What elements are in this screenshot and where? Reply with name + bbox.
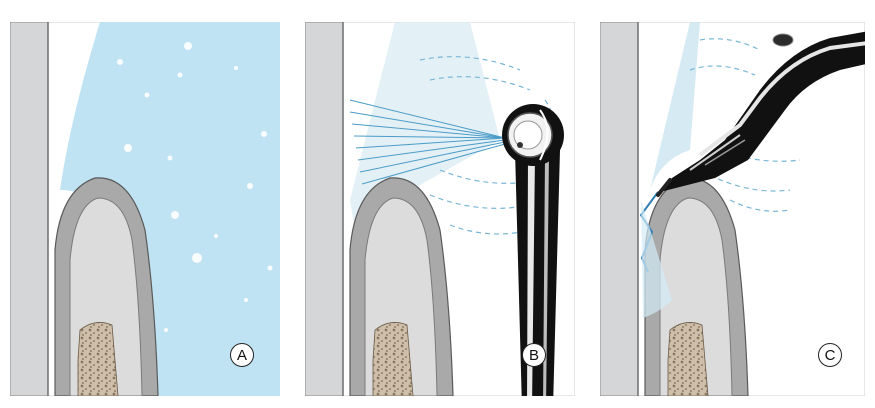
panel-a-tooth-root	[10, 22, 48, 396]
panel-a	[10, 22, 280, 396]
panel-b-label: B	[522, 343, 546, 367]
panel-c-tooth-root	[600, 22, 638, 396]
panel-c	[600, 22, 875, 396]
panel-b-bone	[373, 322, 413, 396]
panel-c-label: C	[818, 343, 842, 367]
panel-a-label: A	[230, 343, 254, 367]
panel-c-bone	[668, 322, 708, 396]
panel-a-bone	[78, 322, 118, 396]
panel-b-tooth-root	[305, 22, 343, 396]
